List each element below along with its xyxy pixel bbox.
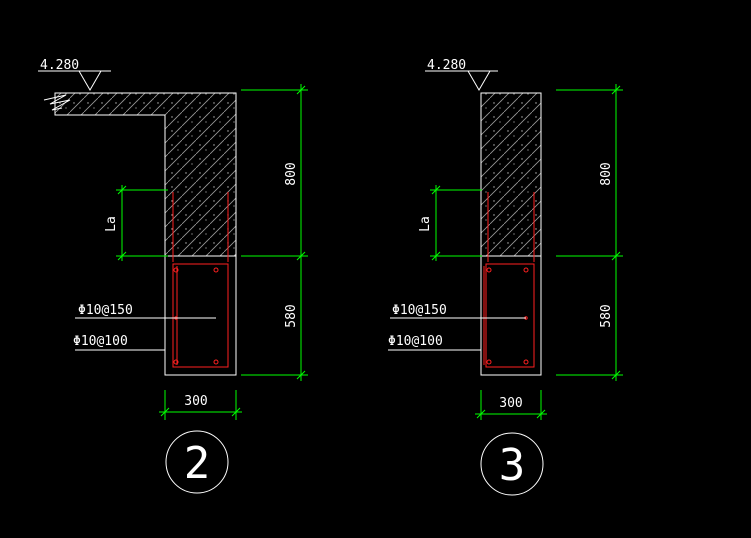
detail-2: 4.280 800 580 La Φ10@150 Φ10@100 bbox=[38, 58, 308, 494]
rebar-label-2: Φ10@100 bbox=[73, 334, 128, 349]
dimension-width bbox=[159, 390, 242, 420]
detail-3: 4.280 800 580 La Φ10@150 Φ10@100 bbox=[388, 58, 623, 496]
dim-width-label: 300 bbox=[184, 394, 207, 409]
anchorage-label: La bbox=[418, 216, 433, 232]
rebar-label-2: Φ10@100 bbox=[388, 334, 443, 349]
anchorage-label: La bbox=[104, 216, 119, 232]
dim-width-label: 300 bbox=[499, 396, 522, 411]
beam-lower-outline bbox=[164, 255, 237, 376]
elevation-marker bbox=[425, 70, 498, 91]
dimension-anchorage bbox=[430, 185, 482, 261]
dimension-anchorage bbox=[116, 185, 168, 261]
elevation-label: 4.280 bbox=[427, 58, 466, 73]
slab-break-line bbox=[43, 94, 71, 111]
dim-upper-label: 800 bbox=[599, 162, 614, 185]
beam-lower-outline bbox=[480, 255, 542, 376]
concrete-section-hatch bbox=[54, 92, 237, 257]
rebar-label-1: Φ10@150 bbox=[78, 303, 133, 318]
dim-lower-label: 580 bbox=[599, 304, 614, 327]
dimension-width bbox=[475, 390, 547, 420]
rebar-leaders bbox=[75, 317, 216, 351]
rebar-leaders bbox=[388, 317, 526, 351]
rebar-dots bbox=[173, 267, 219, 365]
dim-lower-label: 580 bbox=[284, 304, 299, 327]
dimension-vertical bbox=[241, 84, 308, 381]
dimension-vertical bbox=[556, 84, 623, 381]
rebar-label-1: Φ10@150 bbox=[392, 303, 447, 318]
detail-number-circle bbox=[480, 432, 544, 496]
elevation-label: 4.280 bbox=[40, 58, 79, 73]
elevation-marker bbox=[38, 70, 111, 91]
rebar-group bbox=[483, 192, 535, 368]
detail-number-circle bbox=[165, 430, 229, 494]
rebar-dots bbox=[486, 267, 529, 365]
detail-number: 3 bbox=[499, 440, 526, 491]
dim-upper-label: 800 bbox=[284, 162, 299, 185]
rebar-group bbox=[172, 192, 229, 368]
detail-number: 2 bbox=[184, 438, 211, 489]
concrete-section-hatch bbox=[480, 92, 542, 257]
